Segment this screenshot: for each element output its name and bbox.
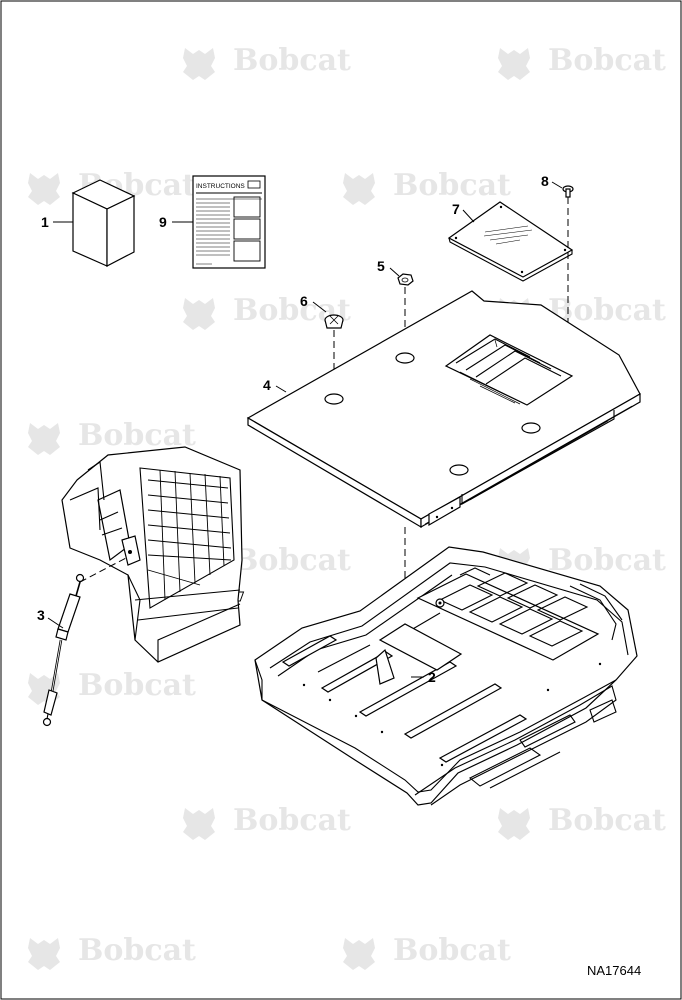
part-1-box (71, 179, 136, 267)
callout-9: 9 (159, 214, 167, 230)
instructions-label: INSTRUCTIONS (196, 183, 245, 190)
drawing-number: NA17644 (587, 963, 641, 978)
watermark-text: Bobcat (78, 933, 196, 968)
watermark-text: Bobcat (548, 543, 666, 578)
watermark-0: Bobcat (183, 43, 351, 80)
callout-1: 1 (41, 214, 49, 230)
callout-6: 6 (300, 293, 308, 309)
callout-2: 2 (428, 669, 436, 685)
part-4-cover-panel (246, 290, 641, 529)
callout-8: 8 (541, 173, 549, 189)
watermark-text: Bobcat (393, 168, 511, 203)
watermark-text: Bobcat (233, 43, 351, 78)
watermark-text: Bobcat (548, 43, 666, 78)
watermark-12: Bobcat (183, 803, 351, 840)
watermark-6: Bobcat (28, 418, 196, 455)
part-6-knob (324, 314, 344, 392)
callout-7: 7 (452, 201, 460, 217)
part-8-screw (562, 185, 574, 380)
part-7-plate (447, 201, 574, 282)
watermark-text: Bobcat (233, 803, 351, 838)
watermark-14: Bobcat (28, 933, 196, 970)
part-3-gas-strut (42, 573, 85, 727)
watermark-text: Bobcat (393, 933, 511, 968)
callout-4: 4 (263, 377, 271, 393)
watermark-15: Bobcat (343, 933, 511, 970)
watermark-text: Bobcat (78, 418, 196, 453)
callout-5: 5 (377, 258, 385, 274)
callouts: 1 2 3 4 5 6 7 8 9 (37, 173, 549, 685)
seat-frame (61, 446, 243, 663)
watermark-3: Bobcat (343, 168, 511, 205)
watermark-13: Bobcat (498, 803, 666, 840)
watermark-text: Bobcat (548, 803, 666, 838)
watermark-text: Bobcat (78, 668, 196, 703)
callout-3: 3 (37, 607, 45, 623)
watermark-text: Bobcat (233, 543, 351, 578)
leader-lines (47, 181, 563, 678)
machine-frame (225, 546, 638, 806)
watermark-1: Bobcat (498, 43, 666, 80)
part-9-instructions-sheet: INSTRUCTIONS (192, 175, 266, 269)
